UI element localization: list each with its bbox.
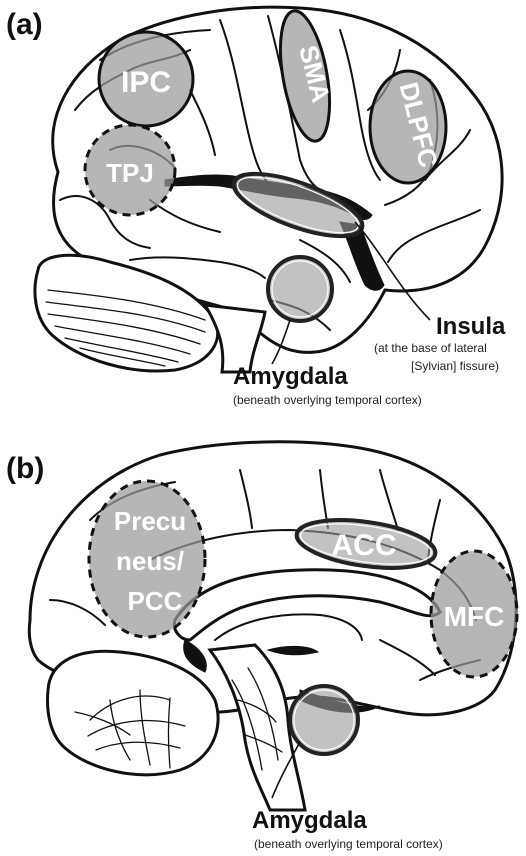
precuneus-label-line3: PCC — [128, 586, 183, 616]
panel-a: (a) — [6, 7, 506, 407]
amygdala-medial-title: Amygdala — [252, 807, 367, 834]
insula-title: Insula — [436, 313, 506, 340]
panel-a-label: (a) — [6, 8, 43, 41]
insula-note-line1: (at the base of lateral — [374, 341, 487, 355]
amygdala-lateral-circle — [268, 257, 332, 321]
region-amygdala-lateral — [268, 257, 332, 321]
panel-b: (b) — [6, 442, 517, 851]
ipc-label: IPC — [121, 66, 171, 99]
region-precuneus-pcc: Precu neus/ PCC — [89, 481, 205, 637]
region-amygdala-medial — [290, 686, 358, 754]
amygdala-lateral-title: Amygdala — [233, 363, 348, 390]
panel-b-label: (b) — [6, 452, 44, 485]
amygdala-medial-note: (beneath overlying temporal cortex) — [254, 837, 443, 851]
region-dlpfc: DLPFC — [370, 71, 446, 183]
region-mfc: MFC — [431, 551, 517, 677]
acc-label: ACC — [332, 529, 397, 562]
precuneus-label-line1: Precu — [114, 506, 186, 536]
amygdala-lateral-note: (beneath overlying temporal cortex) — [233, 393, 422, 407]
amygdala-medial-circle — [290, 686, 358, 754]
region-ipc: IPC — [99, 32, 193, 126]
mfc-label: MFC — [444, 601, 505, 632]
insula-note-line2: [Sylvian] fissure) — [411, 359, 499, 373]
tpj-label: TPJ — [106, 158, 154, 188]
region-tpj: TPJ — [85, 125, 175, 215]
precuneus-label-line2: neus/ — [116, 546, 184, 576]
